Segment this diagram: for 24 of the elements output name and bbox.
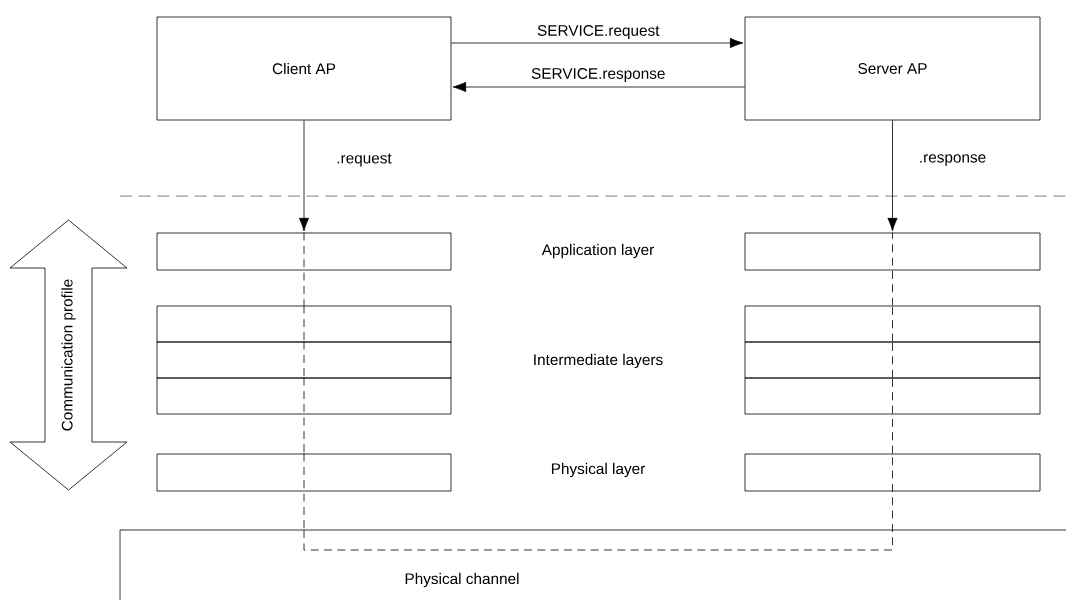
layer-box — [156, 232, 452, 271]
edge-label: .response — [917, 152, 988, 168]
edge-label: SERVICE.response — [529, 66, 667, 84]
layer-box — [744, 377, 1041, 415]
channel-box: Physical channel — [119, 529, 1066, 600]
layer-box — [156, 453, 452, 492]
layer-box — [744, 305, 1041, 343]
layer-box — [744, 341, 1041, 379]
layer-box — [156, 341, 452, 379]
layer-box — [156, 305, 452, 343]
arrow — [298, 120, 310, 232]
layer-label: Application layer — [541, 243, 654, 259]
edge-label: .request — [334, 152, 394, 168]
layer-label: Intermediate layers — [534, 353, 663, 369]
arrow — [452, 81, 745, 93]
arrow — [887, 120, 898, 232]
arrow — [451, 37, 744, 49]
layer-label: Physical layer — [551, 462, 645, 478]
layer-box — [744, 453, 1041, 492]
edge-label: SERVICE.request — [535, 23, 661, 41]
layer-box — [744, 232, 1041, 271]
process-box: Server AP — [744, 16, 1041, 121]
layer-box — [156, 377, 452, 415]
process-box: Client AP — [156, 16, 452, 121]
